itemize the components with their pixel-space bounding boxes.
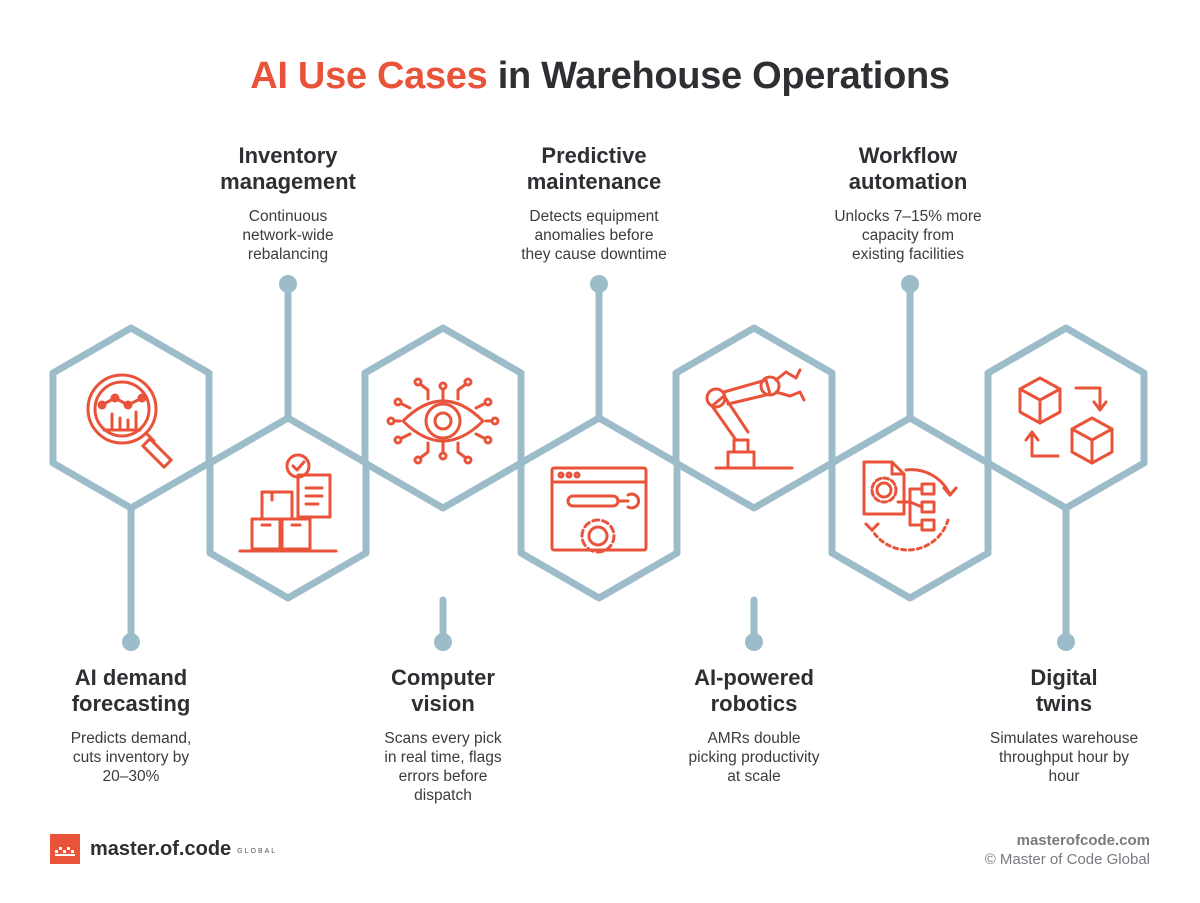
connector-dot-2 — [279, 275, 297, 293]
hexagon-2 — [206, 414, 370, 602]
use-case-description: Detects equipment anomalies before they … — [521, 208, 667, 263]
hexagon-1 — [49, 324, 213, 512]
use-case-6: Workflow automation Unlocks 7–15% more c… — [788, 143, 1028, 264]
copyright: © Master of Code Global — [984, 851, 1150, 868]
magnifier-chart-icon — [86, 373, 173, 469]
logo-mark-icon — [50, 834, 80, 864]
logo-text: master.of.code — [90, 837, 232, 860]
boxes-checklist-icon — [238, 453, 338, 553]
site-url[interactable]: masterofcode.com — [1016, 832, 1150, 849]
use-case-title: Workflow automation — [848, 143, 968, 194]
use-case-3: Computer vision Scans every pick in real… — [323, 665, 563, 805]
use-case-title: Predictive maintenance — [526, 143, 662, 194]
use-case-description: Predicts demand, cuts inventory by 20–30… — [70, 730, 192, 785]
cubes-sync-icon — [1018, 376, 1114, 465]
use-case-1: AI demand forecasting Predicts demand, c… — [11, 665, 251, 786]
use-case-title: Inventory management — [220, 143, 356, 194]
use-case-title: Digital twins — [1030, 665, 1098, 716]
title-accent: AI Use Cases — [250, 55, 488, 97]
use-case-7: Digital twins Simulates warehouse throug… — [944, 665, 1184, 786]
use-case-2: Inventory management Continuous network-… — [168, 143, 408, 264]
connector-dot-1 — [122, 633, 140, 651]
footer-credits: masterofcode.com © Master of Code Global — [985, 832, 1150, 868]
connector-dot-5 — [745, 633, 763, 651]
connector-dot-7 — [1057, 633, 1075, 651]
connector-dot-6 — [901, 275, 919, 293]
use-case-title: AI-powered robotics — [694, 665, 814, 716]
use-case-title: AI demand forecasting — [71, 665, 191, 716]
logo-subtext: GLOBAL — [237, 847, 278, 855]
use-case-description: Simulates warehouse throughput hour by h… — [989, 730, 1139, 785]
hexagon-5 — [672, 324, 836, 512]
connector-dot-3 — [434, 633, 452, 651]
hexagon-3 — [361, 324, 525, 512]
title-rest: in Warehouse Operations — [487, 55, 950, 97]
use-case-4: Predictive maintenance Detects equipment… — [474, 143, 714, 264]
use-case-description: Continuous network-wide rebalancing — [242, 208, 334, 263]
robot-arm-icon — [705, 368, 806, 470]
hexagon-7 — [984, 324, 1148, 512]
use-case-5: AI-powered robotics AMRs double picking … — [634, 665, 874, 786]
browser-gear-wrench-icon — [550, 466, 648, 554]
hexagon-4 — [517, 414, 681, 602]
use-case-title: Computer vision — [391, 665, 495, 716]
use-case-description: Unlocks 7–15% more capacity from existin… — [834, 208, 982, 263]
eye-circuit-icon — [386, 377, 500, 465]
page-title: AI Use Cases in Warehouse Operations — [0, 55, 1200, 98]
brand-logo: master.of.code GLOBAL — [50, 834, 277, 864]
connector-dot-4 — [590, 275, 608, 293]
document-gear-flow-icon — [862, 460, 958, 552]
use-case-description: Scans every pick in real time, flags err… — [384, 730, 502, 804]
use-case-description: AMRs double picking productivity at scal… — [688, 730, 820, 785]
